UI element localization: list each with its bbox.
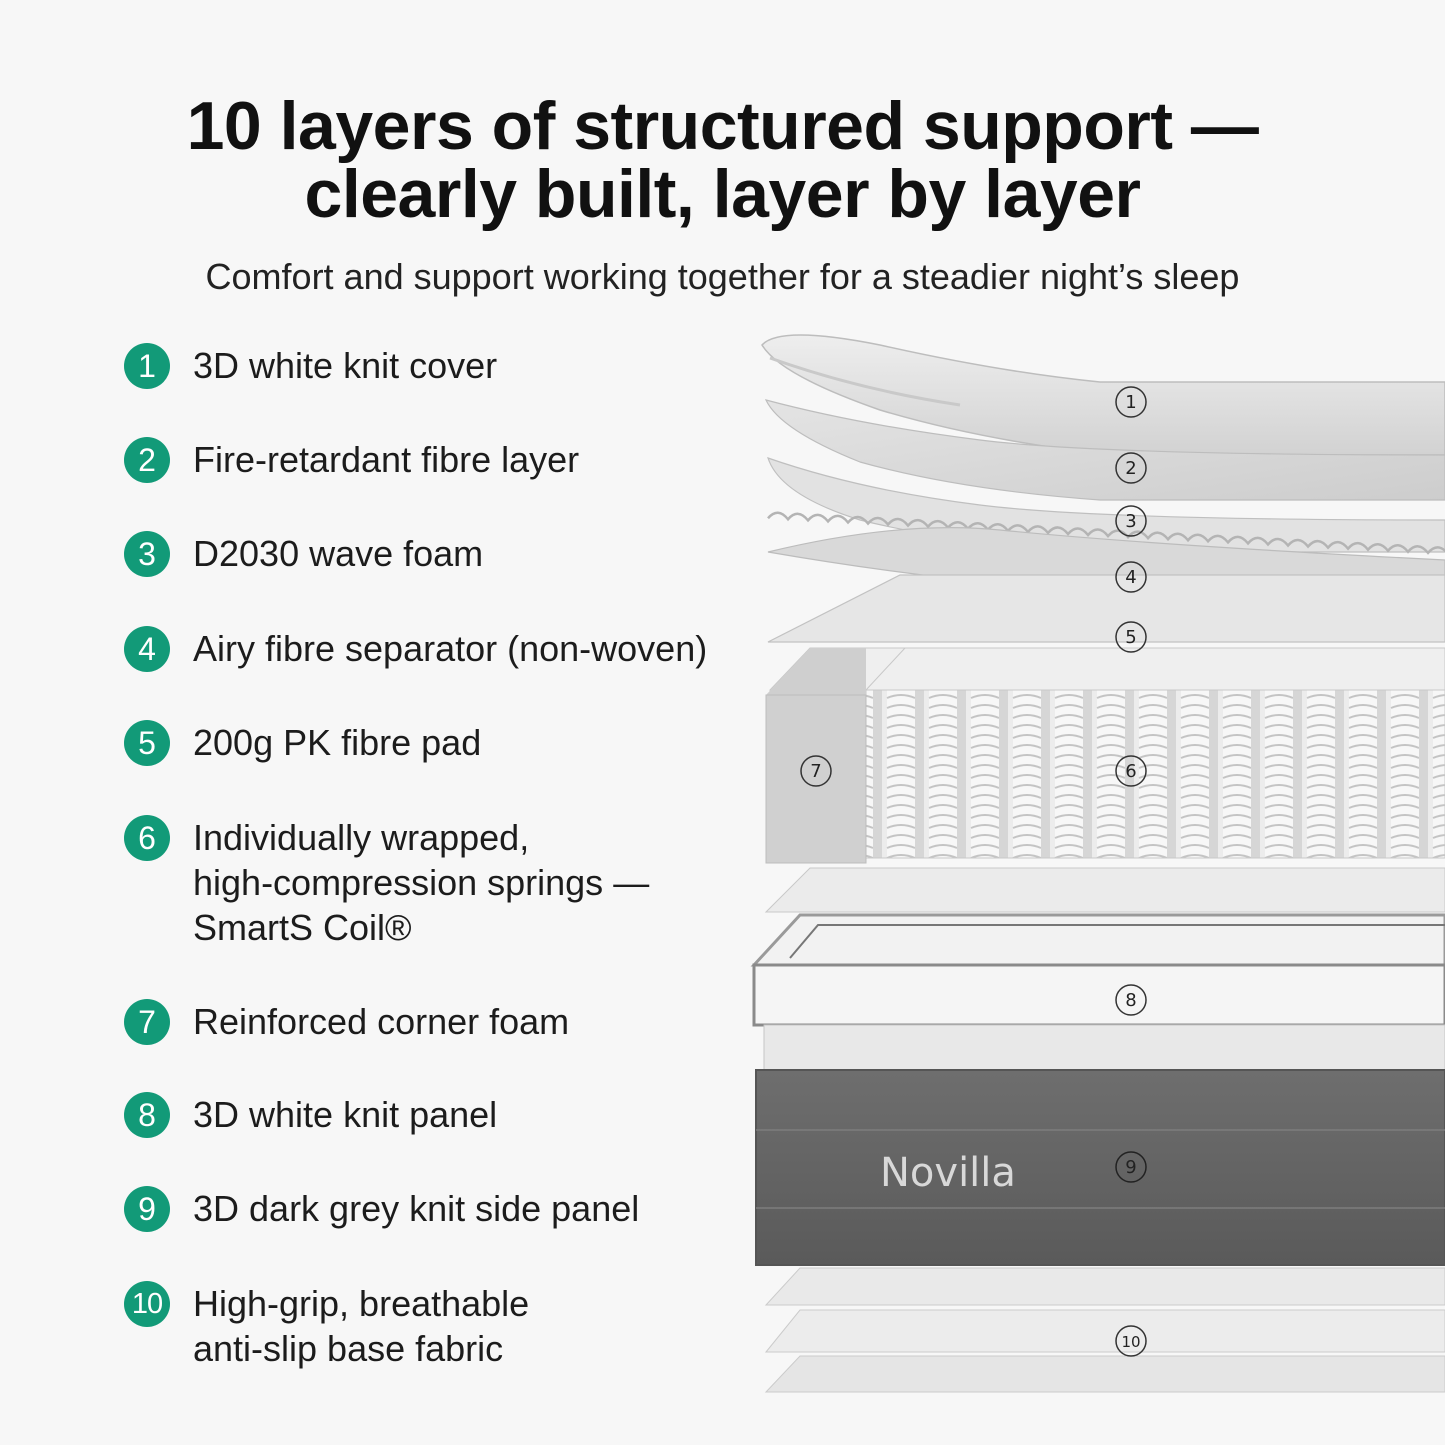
layer-item-6: 6 Individually wrapped, high-compression… xyxy=(124,815,649,950)
layer-label-line: 3D white knit cover xyxy=(193,345,498,386)
layer-label-line: High-grip, breathable xyxy=(193,1283,530,1324)
layer-5-fibre-pad xyxy=(767,574,1445,643)
title-line-1: 10 layers of structured support — xyxy=(186,88,1259,164)
marker-1: 1 xyxy=(1115,386,1147,418)
svg-text:5: 5 xyxy=(1125,627,1136,648)
layer-1-knit-cover xyxy=(761,334,1445,456)
svg-text:9: 9 xyxy=(1125,1157,1136,1178)
svg-text:2: 2 xyxy=(1125,458,1136,479)
layer-2-fibre-layer xyxy=(764,399,1445,501)
marker-5: 5 xyxy=(1115,621,1147,653)
marker-10: 10 xyxy=(1115,1325,1147,1357)
layer-item-5: 5 200g PK fibre pad xyxy=(124,720,481,766)
layer-item-10: 10 High-grip, breathable anti-slip base … xyxy=(124,1281,529,1371)
layer-number-badge: 2 xyxy=(124,437,170,483)
layer-number-badge: 10 xyxy=(124,1281,170,1327)
layer-item-2: 2 Fire-retardant fibre layer xyxy=(124,437,579,483)
marker-8: 8 xyxy=(1115,984,1147,1016)
layer-label-line: Fire-retardant fibre layer xyxy=(193,439,580,480)
svg-text:4: 4 xyxy=(1125,567,1136,588)
layer-8-knit-panel xyxy=(750,913,1445,1071)
layer-6-spring-unit xyxy=(768,647,1445,859)
layer-item-8: 8 3D white knit panel xyxy=(124,1092,497,1138)
layer-item-9: 9 3D dark grey knit side panel xyxy=(124,1186,639,1232)
layer-label: Fire-retardant fibre layer xyxy=(193,437,579,482)
layer-item-4: 4 Airy fibre separator (non-woven) xyxy=(124,626,707,672)
marker-7: 7 xyxy=(800,755,832,787)
svg-text:6: 6 xyxy=(1125,761,1136,782)
brand-logo: Novilla xyxy=(880,1150,1016,1196)
svg-text:1: 1 xyxy=(1125,392,1136,413)
page-title: 10 layers of structured support — clearl… xyxy=(0,92,1445,228)
layer-label: 3D dark grey knit side panel xyxy=(193,1186,639,1231)
lower-fibre-pad xyxy=(764,867,1445,913)
layer-label-line: Airy fibre separator (non-woven) xyxy=(193,628,708,669)
mattress-exploded-diagram: Novilla 1 2 3 4 5 6 7 8 9 10 xyxy=(740,320,1445,1410)
layer-label-line: Reinforced corner foam xyxy=(193,1001,570,1042)
layer-number-badge: 9 xyxy=(124,1186,170,1232)
mattress-illustration: Novilla 1 2 3 4 5 6 7 8 9 10 xyxy=(750,334,1445,1393)
svg-text:8: 8 xyxy=(1125,990,1136,1011)
layer-label-line: SmartS Coil® xyxy=(193,907,412,948)
layer-label: Reinforced corner foam xyxy=(193,999,569,1044)
layer-10-base-fabric xyxy=(764,1267,1445,1393)
layer-number-badge: 5 xyxy=(124,720,170,766)
svg-text:3: 3 xyxy=(1125,511,1136,532)
layer-label-line: D2030 wave foam xyxy=(193,533,484,574)
marker-2: 2 xyxy=(1115,452,1147,484)
layer-item-3: 3 D2030 wave foam xyxy=(124,531,483,577)
layer-number-badge: 6 xyxy=(124,815,170,861)
layer-9-side-panel: Novilla xyxy=(755,1069,1445,1266)
layer-number-badge: 3 xyxy=(124,531,170,577)
marker-6: 6 xyxy=(1115,755,1147,787)
layer-number-badge: 7 xyxy=(124,999,170,1045)
layer-label: 3D white knit panel xyxy=(193,1092,497,1137)
layer-item-7: 7 Reinforced corner foam xyxy=(124,999,569,1045)
layer-label: Individually wrapped, high-compression s… xyxy=(193,815,649,950)
layer-label-line: anti-slip base fabric xyxy=(193,1328,504,1369)
title-line-2: clearly built, layer by layer xyxy=(304,156,1141,232)
layer-label-line: Individually wrapped, xyxy=(193,817,530,858)
layer-label: D2030 wave foam xyxy=(193,531,483,576)
svg-text:10: 10 xyxy=(1121,1333,1140,1351)
layer-item-1: 1 3D white knit cover xyxy=(124,343,497,389)
layer-label: Airy fibre separator (non-woven) xyxy=(193,626,707,671)
marker-4: 4 xyxy=(1115,561,1147,593)
page-subtitle: Comfort and support working together for… xyxy=(205,256,1240,297)
layer-number-badge: 8 xyxy=(124,1092,170,1138)
layer-label: 3D white knit cover xyxy=(193,343,497,388)
layer-label-line: 200g PK fibre pad xyxy=(193,722,482,763)
layer-markers: 1 2 3 4 5 6 7 8 9 10 xyxy=(800,386,1147,1357)
layer-label: 200g PK fibre pad xyxy=(193,720,481,765)
layer-number-badge: 1 xyxy=(124,343,170,389)
layer-label-line: high-compression springs — xyxy=(193,862,650,903)
layer-7-corner-foam xyxy=(765,648,867,864)
marker-9: 9 xyxy=(1115,1151,1147,1183)
svg-text:7: 7 xyxy=(810,761,821,782)
layer-label-line: 3D dark grey knit side panel xyxy=(193,1188,640,1229)
layer-label: High-grip, breathable anti-slip base fab… xyxy=(193,1281,529,1371)
layer-label-line: 3D white knit panel xyxy=(193,1094,498,1135)
layer-number-badge: 4 xyxy=(124,626,170,672)
marker-3: 3 xyxy=(1115,505,1147,537)
